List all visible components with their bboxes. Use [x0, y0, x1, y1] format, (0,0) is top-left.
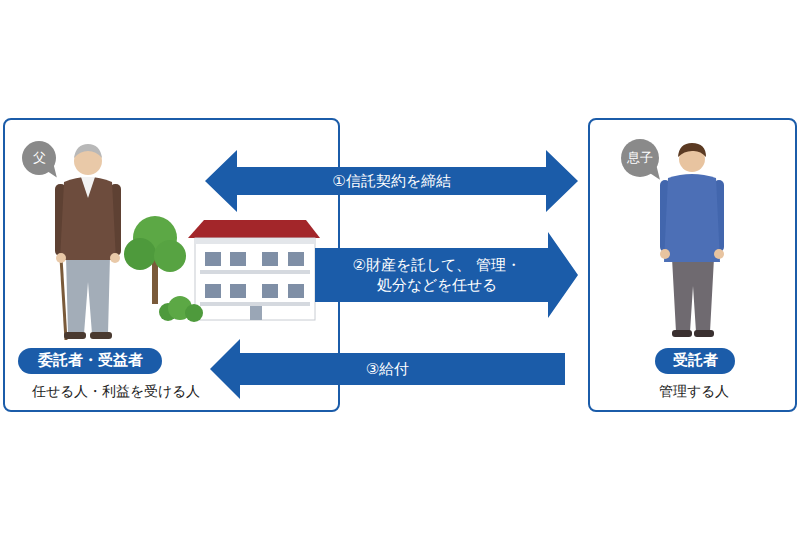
house-wall [195, 238, 315, 320]
person-hair [678, 143, 706, 157]
house-roof [188, 220, 320, 238]
person-hand [56, 253, 66, 263]
bubble-circle [22, 141, 56, 175]
house-balcony [200, 270, 310, 274]
house-window [288, 252, 304, 266]
tree-foliage [124, 238, 156, 270]
cane [61, 258, 66, 340]
house-door [250, 306, 262, 320]
role-panel: 息子受託者管理する人 [588, 118, 797, 412]
tree-trunk [152, 260, 158, 304]
role-description: 任せる人・利益を受ける人 [11, 382, 221, 400]
block-arrow [315, 232, 578, 318]
house-window [262, 252, 278, 266]
person-shoe [90, 332, 112, 339]
house-eave [195, 238, 315, 244]
house-balcony [200, 302, 310, 306]
house-window [288, 284, 304, 298]
person-hair [74, 144, 102, 158]
role-badge: 委託者・受益者 [18, 348, 162, 374]
person-pants [672, 258, 714, 332]
person-shirt [81, 177, 95, 198]
person-shoe [694, 330, 714, 337]
speaker-label: 父 [33, 150, 46, 167]
speaker-label: 息子 [627, 150, 653, 167]
person-pants [66, 256, 110, 334]
person-sweater [60, 177, 116, 260]
speech-bubble: 息子 [621, 139, 659, 177]
house-window [262, 284, 278, 298]
person-hand [714, 249, 724, 259]
house-window [230, 252, 246, 266]
block-arrow [205, 150, 578, 212]
role-name: 委託者・受益者 [38, 351, 143, 371]
person-shoe [672, 330, 692, 337]
bubble-circle [621, 139, 659, 177]
role-description: 管理する人 [632, 382, 756, 400]
role-name: 受託者 [673, 351, 718, 371]
person-shirt [664, 174, 720, 262]
person-hand [660, 249, 670, 259]
tree-foliage [154, 240, 186, 272]
person-shoe [64, 332, 86, 339]
house-window [205, 252, 221, 266]
role-badge: 受託者 [655, 348, 735, 374]
bush [185, 304, 203, 322]
house-window [205, 284, 221, 298]
person-hand [110, 253, 120, 263]
speech-bubble: 父 [22, 141, 56, 175]
block-arrow [210, 339, 565, 399]
house-window [230, 284, 246, 298]
